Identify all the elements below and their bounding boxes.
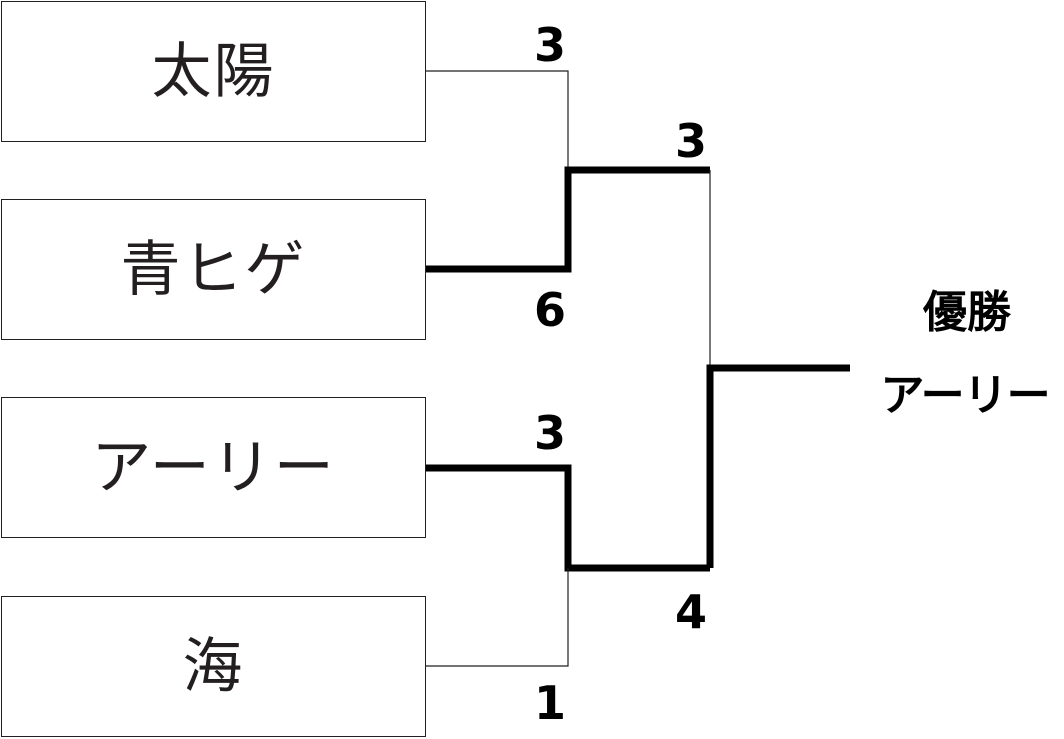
final-top-score: 3 (674, 114, 708, 168)
bracket-line-aohige (426, 166, 710, 273)
player-name-1: 太陽 (151, 36, 276, 107)
semi2-bottom-score: 1 (533, 676, 567, 730)
player-name-2: 青ヒゲ (120, 234, 307, 305)
bracket-line-final-bottom (706, 364, 850, 568)
player-box-2: 青ヒゲ (1, 199, 426, 340)
player-box-3: アーリー (1, 397, 426, 538)
semi2-top-score: 3 (533, 406, 567, 460)
semi1-top-score: 3 (533, 18, 567, 72)
player-box-1: 太陽 (1, 1, 426, 142)
semi1-bottom-score: 6 (533, 283, 567, 337)
player-box-4: 海 (1, 596, 426, 737)
champion-label: 優勝 (923, 287, 1011, 338)
final-bottom-score: 4 (674, 585, 708, 639)
bracket-line-umi (426, 568, 569, 667)
bracket-line-taiyo (426, 70, 569, 170)
champion-name: アーリー (880, 370, 1050, 421)
bracket-line-early (426, 464, 710, 572)
player-name-4: 海 (182, 631, 245, 702)
player-name-3: アーリー (91, 432, 336, 503)
